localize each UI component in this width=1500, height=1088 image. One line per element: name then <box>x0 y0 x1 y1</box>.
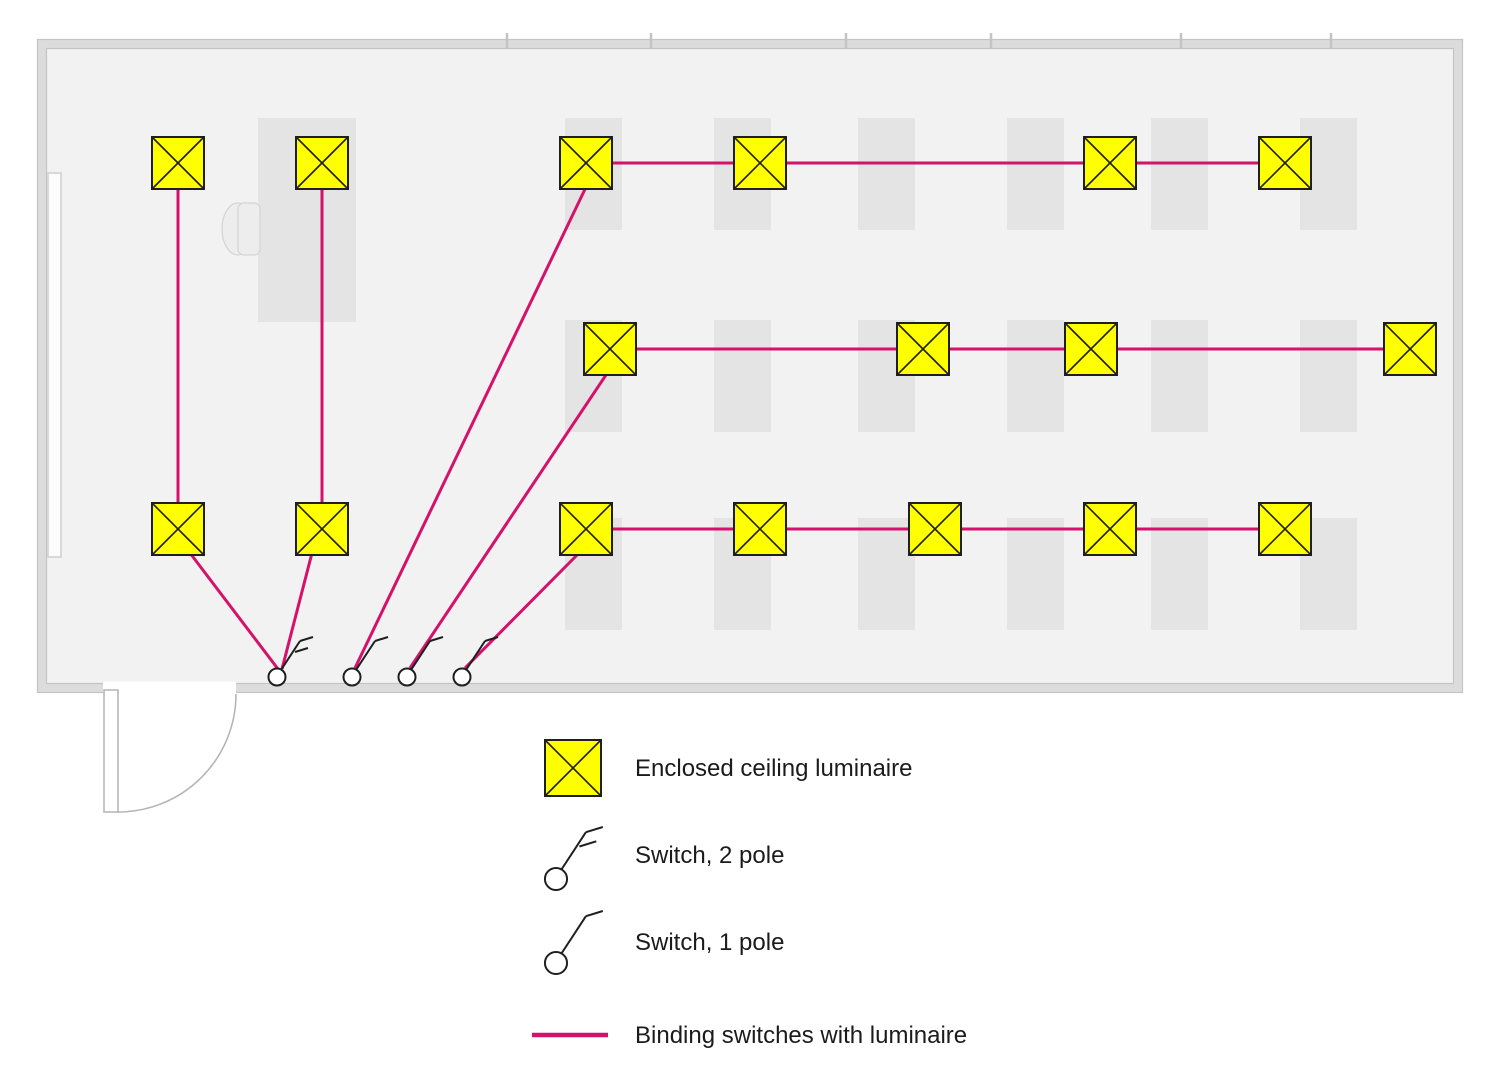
switch-circle <box>267 667 287 687</box>
desk <box>1007 118 1064 230</box>
desk <box>1007 320 1064 432</box>
legend-symbols <box>532 739 608 1038</box>
ceiling-luminaire <box>1083 502 1137 556</box>
luminaire-diagonal <box>151 136 205 190</box>
switch-2-pole <box>267 636 314 687</box>
ceiling-luminaire <box>896 322 950 376</box>
binding-line <box>353 182 590 669</box>
luminaire-diagonal <box>1064 322 1118 376</box>
ceiling-luminaire <box>583 322 637 376</box>
switch-stem <box>465 640 486 671</box>
luminaire-diagonal <box>1383 322 1437 376</box>
luminaire-diagonal <box>1258 136 1312 190</box>
switch-circle <box>543 950 569 976</box>
chair-back <box>237 202 261 256</box>
switch-pole-tick <box>429 636 444 642</box>
switch-stem <box>560 915 587 954</box>
switch-circle <box>452 667 472 687</box>
wall-board <box>47 172 62 558</box>
ceiling-luminaire <box>733 502 787 556</box>
luminaire-diagonal <box>559 136 613 190</box>
ceiling-luminaire <box>1258 502 1312 556</box>
switch-layer <box>267 636 499 687</box>
luminaire-diagonal <box>1083 136 1137 190</box>
legend: Enclosed ceiling luminaire Switch, 2 pol… <box>532 739 967 1049</box>
switch-pole-tick <box>585 826 604 834</box>
desk <box>1151 518 1208 630</box>
luminaire-diagonal <box>544 739 602 797</box>
switch-circle <box>397 667 417 687</box>
luminaire-diagonal <box>583 322 637 376</box>
desk <box>1151 320 1208 432</box>
ceiling-luminaire <box>295 136 349 190</box>
desk <box>1151 118 1208 230</box>
switch-pole-tick <box>299 636 314 642</box>
switch-1-pole <box>342 636 389 687</box>
ceiling-luminaire <box>1083 136 1137 190</box>
switch-stem <box>280 640 301 671</box>
luminaire-diagonal <box>559 502 613 556</box>
luminaire-diagonal <box>896 322 950 376</box>
desk <box>858 518 915 630</box>
door-leaf <box>103 689 119 813</box>
desk <box>858 118 915 230</box>
luminaire-diagonal <box>908 502 962 556</box>
switch-stem <box>355 640 376 671</box>
ceiling-luminaire <box>295 502 349 556</box>
ceiling-luminaire <box>151 502 205 556</box>
luminaire-diagonal <box>1083 502 1137 556</box>
legend-label-luminaire: Enclosed ceiling luminaire <box>635 755 912 782</box>
ceiling-luminaire <box>151 136 205 190</box>
luminaire-diagonal <box>295 136 349 190</box>
binding-line <box>280 552 314 670</box>
desk <box>1300 320 1357 432</box>
legend-switch-1pole-icon <box>543 910 604 976</box>
switch-pole-tick <box>484 636 499 642</box>
door-swing-arc <box>117 693 237 813</box>
switch-stem <box>410 640 431 671</box>
switch-pole-tick <box>585 910 604 918</box>
ceiling-luminaire <box>1383 322 1437 376</box>
ceiling-luminaire <box>733 136 787 190</box>
legend-switch-2pole-icon <box>543 826 604 892</box>
furniture-layer <box>221 118 1357 630</box>
switch-pole-tick <box>579 840 597 848</box>
door-opening <box>103 681 236 695</box>
legend-label-switch-2pole: Switch, 2 pole <box>635 842 784 869</box>
switch-pole-tick <box>374 636 389 642</box>
ceiling-luminaire <box>559 136 613 190</box>
ceiling-luminaire <box>1064 322 1118 376</box>
luminaire-diagonal <box>1258 502 1312 556</box>
door-layer <box>103 681 237 813</box>
switch-pole-tick <box>294 647 309 653</box>
room-wall-outer-edge <box>36 38 1464 694</box>
desk <box>1007 518 1064 630</box>
switch-stem <box>560 831 587 870</box>
switch-circle <box>342 667 362 687</box>
ceiling-luminaire <box>559 502 613 556</box>
switch-1-pole <box>452 636 499 687</box>
switch-circle <box>543 866 569 892</box>
luminaire-diagonal <box>295 502 349 556</box>
legend-label-binding: Binding switches with luminaire <box>635 1022 967 1049</box>
binding-line <box>408 365 614 669</box>
legend-luminaire-icon <box>544 739 602 797</box>
room-wall-inner-edge <box>45 47 1455 685</box>
binding-line <box>188 552 280 670</box>
ceiling-luminaire <box>908 502 962 556</box>
luminaire-diagonal <box>151 502 205 556</box>
luminaire-diagonal <box>733 136 787 190</box>
luminaire-layer <box>151 136 1437 556</box>
switch-1-pole <box>397 636 444 687</box>
ceiling-luminaire <box>1258 136 1312 190</box>
binding-line <box>463 546 586 670</box>
luminaire-diagonal <box>733 502 787 556</box>
desk <box>714 320 771 432</box>
legend-label-switch-1pole: Switch, 1 pole <box>635 929 784 956</box>
